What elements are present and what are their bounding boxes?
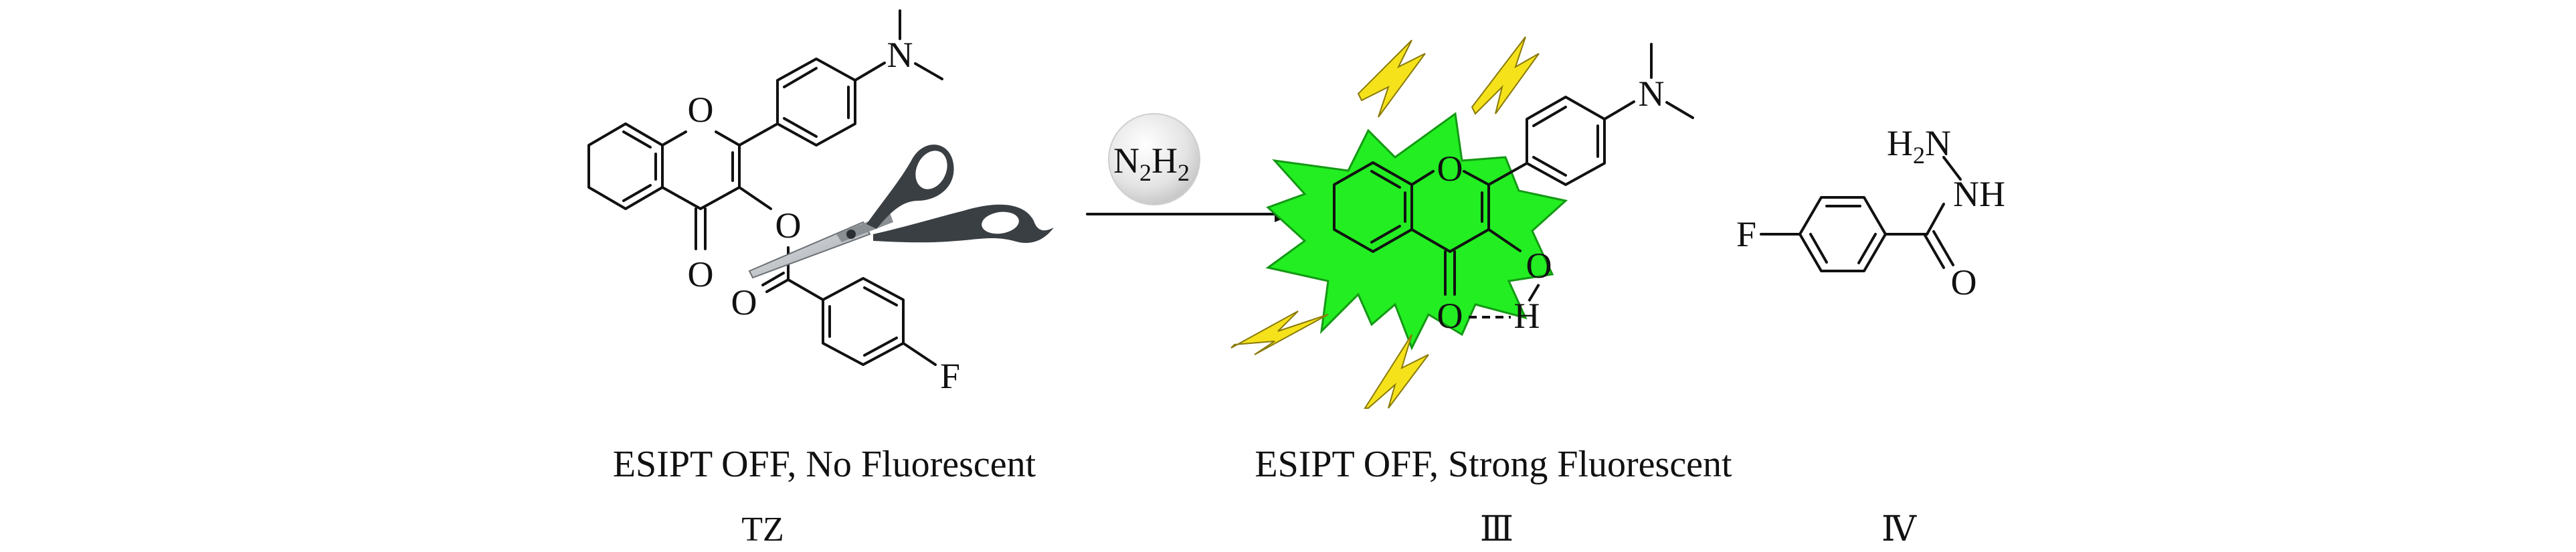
caption-strong-fluorescent: ESIPT OFF, Strong Fluorescent: [1255, 444, 1732, 485]
iii-hydroxyl-hydrogen: H: [1514, 296, 1540, 336]
label-tz: TZ: [741, 511, 784, 549]
scissors-icon: [748, 145, 1054, 279]
iv-phenyl-ring: [1799, 196, 1887, 272]
tz-amine-nitrogen: N: [887, 35, 913, 75]
iv-carbonyl-oxygen: O: [1951, 262, 1977, 302]
iv-nh2: H2N: [1887, 123, 1951, 169]
burst-group: [1265, 112, 1568, 351]
fluorescence-burst: [1265, 112, 1568, 351]
caption-no-fluorescent: ESIPT OFF, No Fluorescent: [613, 444, 1036, 485]
reaction-arrow-group: N2H2: [1086, 113, 1295, 222]
tz-benzo-ring: [587, 122, 664, 210]
tz-ring-oxygen: O: [688, 90, 714, 130]
tz-fluorine: F: [940, 356, 960, 396]
iv-molecule: F O NH H2N: [1736, 123, 2005, 302]
tz-fluorophenyl-ring: [822, 277, 905, 366]
tz-ester-carbonyl-oxygen: O: [731, 282, 757, 323]
iv-nh: NH: [1953, 174, 2005, 214]
lightning-bolts: [1230, 36, 1540, 409]
iii-ring-oxygen: O: [1437, 149, 1463, 189]
reagent-sphere: [1108, 113, 1200, 205]
iii-aminophenyl-ring: [1526, 96, 1606, 186]
iii-carbonyl-oxygen: O: [1437, 296, 1463, 336]
lightning-icon: [1364, 334, 1429, 409]
tz-pyranone-ring: [661, 130, 741, 210]
iii-hydroxyl-oxygen: O: [1526, 246, 1552, 286]
iii-amine-nitrogen: N: [1639, 74, 1665, 114]
iv-fluorine: F: [1736, 214, 1756, 254]
tz-molecule: O O O O F N: [587, 9, 960, 396]
tz-ester-oxygen: O: [775, 205, 802, 246]
lightning-icon: [1230, 310, 1329, 355]
lightning-icon: [1471, 36, 1540, 115]
iii-molecule: O O O H N: [1333, 43, 1694, 336]
tz-carbonyl-oxygen: O: [688, 254, 714, 294]
label-iii: Ⅲ: [1480, 511, 1513, 549]
lightning-icon: [1357, 39, 1426, 118]
tz-aminophenyl-ring: [776, 58, 856, 147]
label-iv: Ⅳ: [1881, 511, 1917, 549]
reagent-label: N2H2: [1113, 141, 1190, 186]
